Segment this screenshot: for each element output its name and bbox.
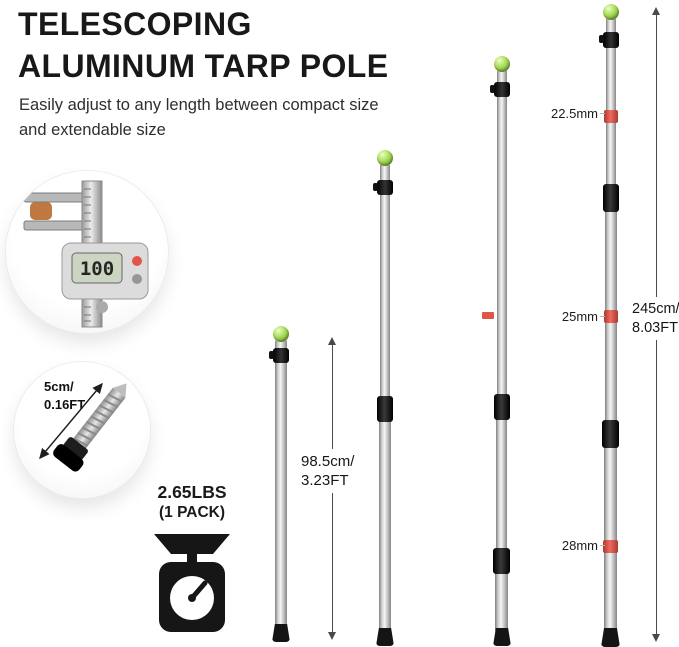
rubber-foot [493, 628, 511, 646]
pole-shaft [497, 70, 507, 406]
pole-shaft [496, 400, 507, 562]
page-title-line1: TELESCOPING [18, 6, 252, 42]
pole-shaft [275, 340, 287, 626]
rubber-foot [376, 628, 394, 646]
glow-ball-tip-icon [273, 326, 289, 342]
tip-length-line1: 5cm/ [44, 379, 74, 394]
weight-pack: (1 PACK) [158, 504, 226, 521]
kitchen-scale-icon [154, 534, 230, 632]
joint-collar [377, 396, 393, 422]
subtitle-line1: Easily adjust to any length between comp… [19, 96, 379, 114]
connector-line [600, 545, 605, 546]
caliper-photo-inset: 100 [6, 171, 168, 333]
connector-line [600, 113, 605, 114]
pole-collapsed [266, 326, 296, 647]
joint-collar [494, 394, 510, 420]
pole-two-sections [370, 150, 400, 647]
tip-photo-inset: 5cm/ 0.16FT [14, 362, 150, 498]
tip-length-arrow [39, 382, 103, 460]
extended-length-line2: 8.03FT [632, 319, 678, 336]
pole-shaft [380, 164, 390, 414]
arrow-down-icon [328, 632, 336, 640]
red-tape-mark-bottom [603, 540, 618, 553]
rubber-foot [601, 628, 620, 647]
pole-shaft [379, 408, 391, 630]
joint-collar [493, 548, 510, 574]
pole-shaft [604, 444, 617, 630]
collapsed-length-label: 98.5cm/ 3.23FT [300, 449, 368, 494]
glow-ball-tip-icon [603, 4, 619, 20]
diameter-label-middle: 25mm [561, 309, 598, 324]
glow-ball-tip-icon [494, 56, 510, 72]
diameter-label-top: 22.5mm [551, 106, 598, 121]
caliper-lcd-reading: 100 [80, 258, 114, 280]
rubber-foot [272, 624, 290, 642]
red-tape-mark-top [604, 110, 618, 123]
digital-caliper-icon: 100 [23, 180, 149, 328]
tip-clip [373, 180, 393, 195]
red-mark [482, 312, 494, 319]
tip-clip [269, 348, 289, 363]
tip-clip [599, 32, 619, 48]
glow-ball-tip-icon [377, 150, 393, 166]
page-title-line2: ALUMINUM TARP POLE [18, 48, 389, 84]
joint-collar [603, 184, 619, 212]
weight-value: 2.65LBS [157, 482, 227, 502]
diameter-label-bottom: 28mm [561, 538, 598, 553]
extended-length-line1: 245cm/ [632, 301, 679, 317]
subtitle-line2: and extendable size [19, 121, 166, 139]
tip-clip [490, 82, 510, 97]
pole-shaft [606, 18, 616, 194]
arrow-up-icon [652, 7, 660, 15]
tip-length-line2: 0.16FT [44, 396, 86, 412]
connector-line [600, 316, 605, 317]
pole-three-sections [482, 56, 517, 647]
tip-length-label: 5cm/ 0.16FT [44, 378, 85, 413]
threaded-tip-icon [39, 382, 127, 472]
collapsed-length-line2: 3.23FT [301, 472, 349, 490]
pole-shaft [495, 556, 508, 632]
arrow-up-icon [328, 337, 336, 345]
joint-collar [602, 420, 619, 448]
arrow-down-icon [652, 634, 660, 642]
pole-extended [596, 4, 626, 647]
collapsed-length-line1: 98.5cm/ [301, 453, 355, 470]
extended-length-label: 245cm/ 8.03FT [631, 297, 679, 341]
red-tape-mark-middle [604, 310, 618, 323]
